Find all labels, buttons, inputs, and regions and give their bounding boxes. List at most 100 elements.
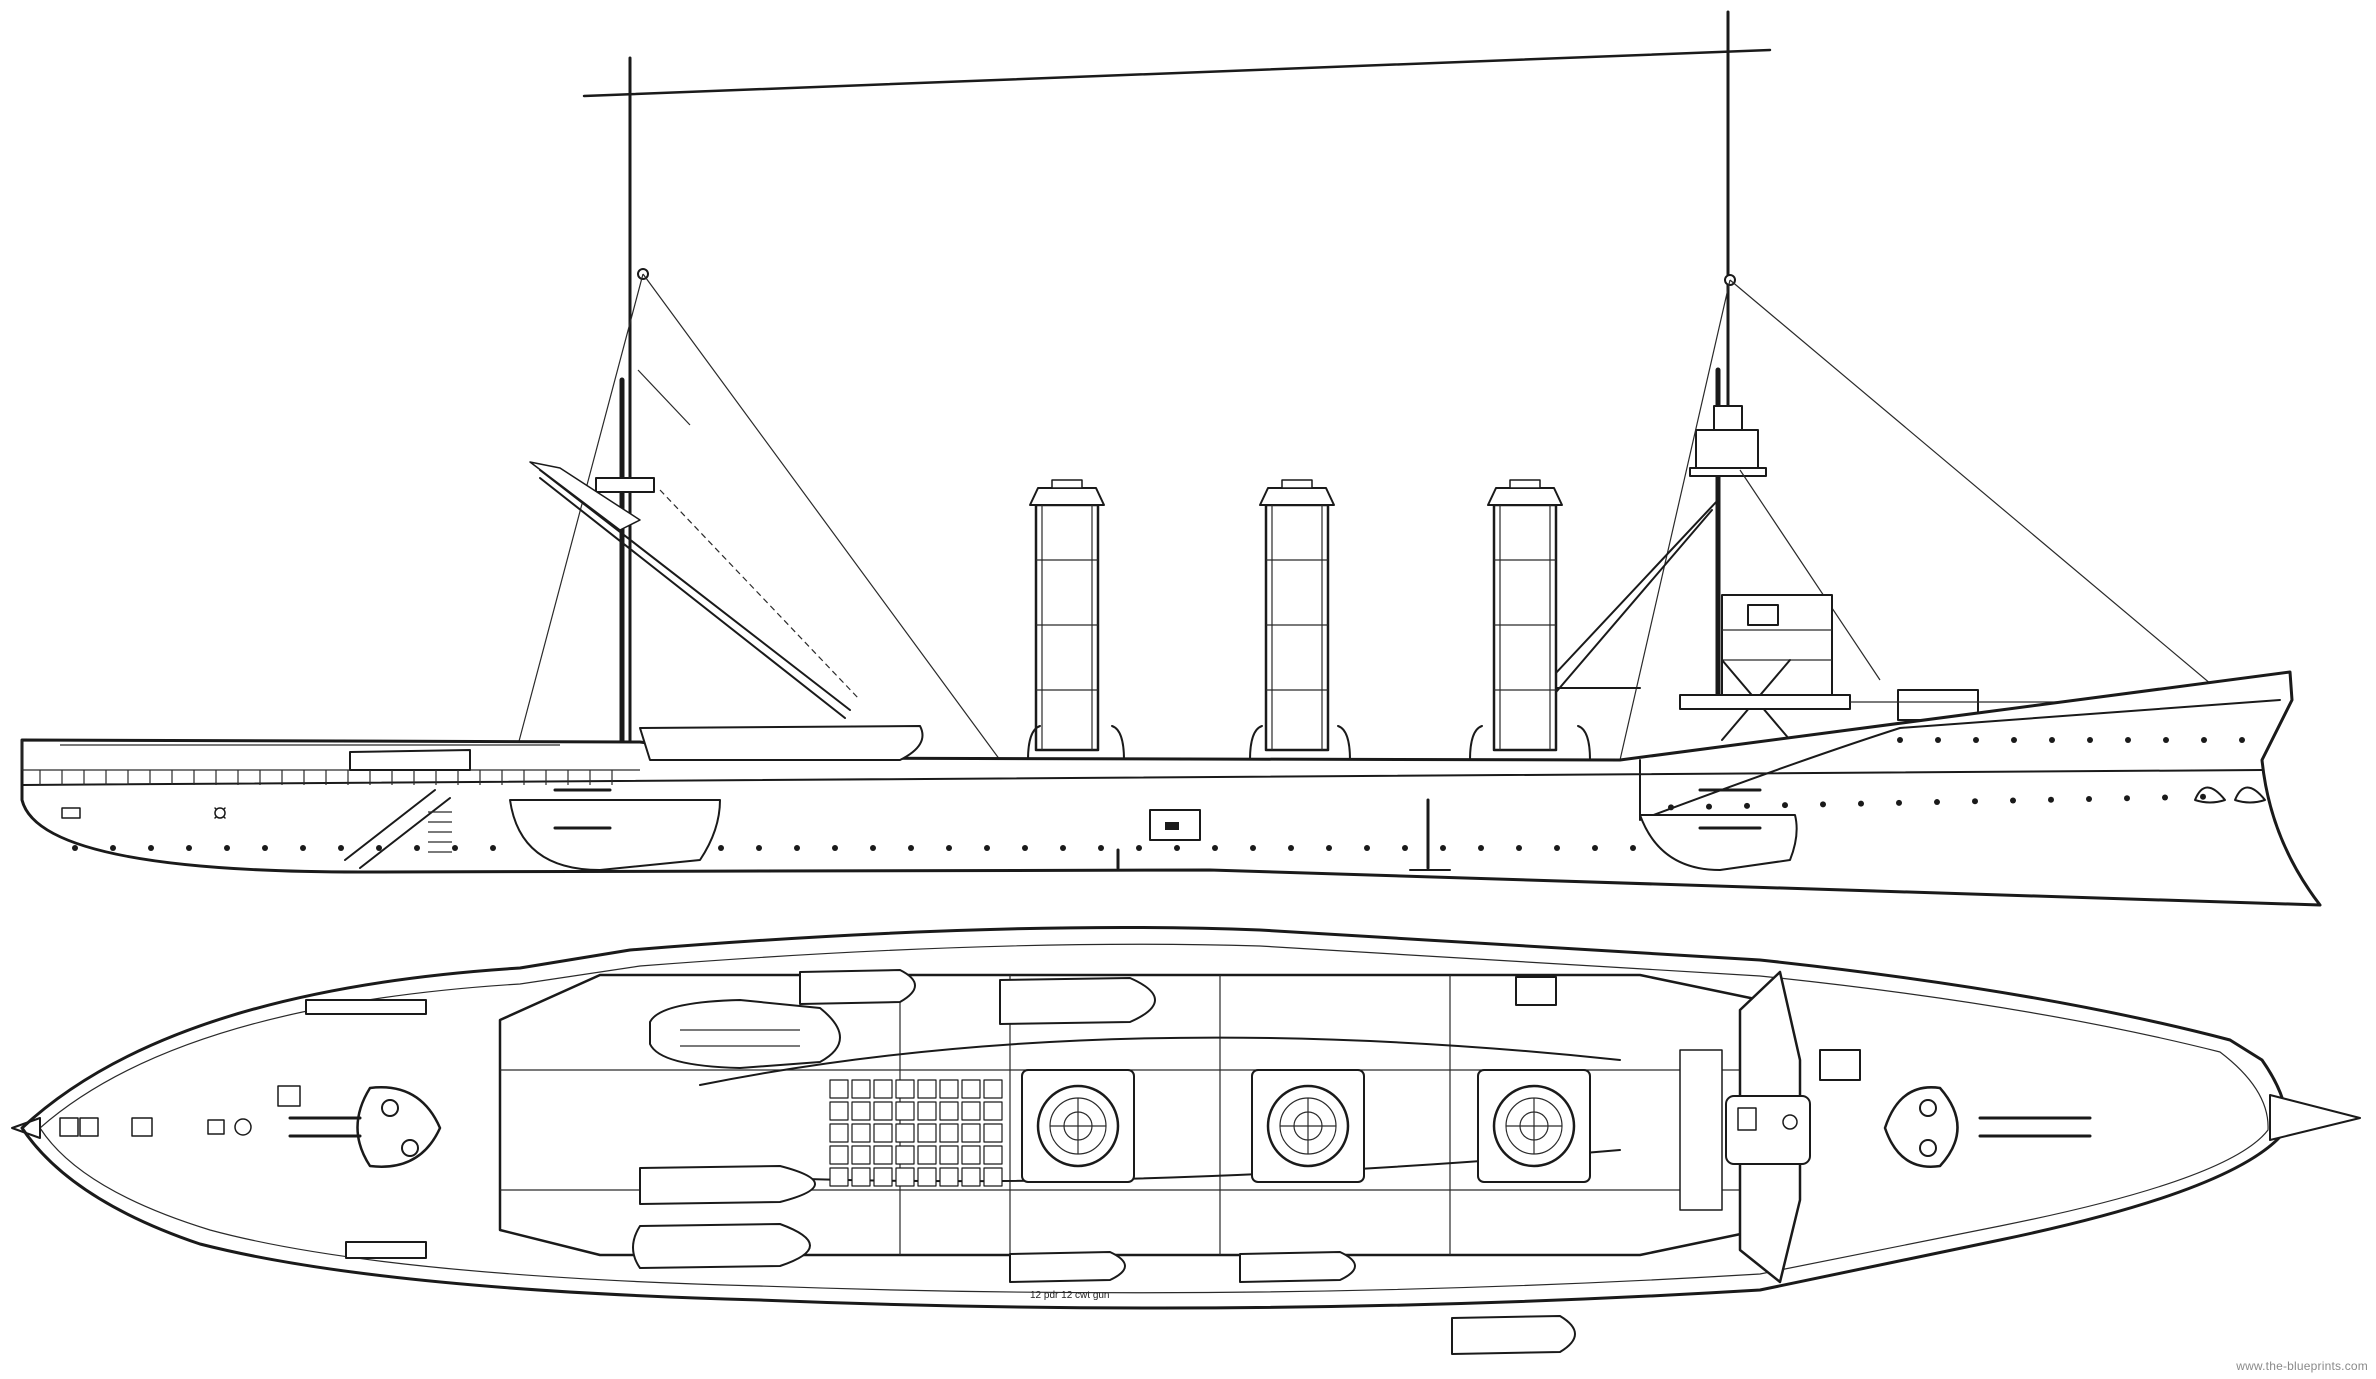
- bridge-structure: [1679, 594, 2280, 741]
- deck-stanchions: [39, 770, 613, 785]
- vent-cell: [917, 1079, 937, 1099]
- topmast-yard-line: [582, 48, 1772, 98]
- porthole: [2239, 737, 2245, 743]
- porthole: [1174, 845, 1180, 851]
- porthole: [1935, 737, 1941, 743]
- side-profile-view: [20, 10, 2322, 907]
- vent-cell: [939, 1123, 959, 1143]
- vent-cell: [851, 1101, 871, 1121]
- vent-cell: [895, 1101, 915, 1121]
- porthole: [1973, 737, 1979, 743]
- porthole: [1554, 845, 1560, 851]
- porthole: [2086, 796, 2092, 803]
- plan-aft-turret: [288, 1086, 442, 1168]
- porthole: [1934, 799, 1940, 806]
- porthole: [2125, 737, 2131, 743]
- vent-cell: [895, 1123, 915, 1143]
- funnel-3: [1469, 479, 1591, 761]
- plan-deck-gratings: [305, 976, 1861, 1259]
- porthole: [1060, 845, 1066, 851]
- funnel-2: [1249, 479, 1351, 761]
- porthole: [946, 845, 952, 851]
- vent-cell: [917, 1123, 937, 1143]
- vent-cell: [873, 1101, 893, 1121]
- porthole: [1364, 845, 1370, 851]
- vent-cell: [895, 1167, 915, 1187]
- gangway-ladder: [344, 789, 452, 869]
- vent-cell: [829, 1167, 849, 1187]
- porthole: [2200, 793, 2206, 800]
- porthole: [756, 845, 762, 851]
- vent-cell: [873, 1079, 893, 1099]
- vent-cell: [983, 1167, 1003, 1187]
- porthole: [2049, 737, 2055, 743]
- porthole: [300, 845, 306, 851]
- vent-cell: [983, 1101, 1003, 1121]
- plan-gun-label: 12 pdr 12 cwt gun: [1030, 1290, 1110, 1301]
- porthole: [1782, 802, 1788, 809]
- vent-cell: [939, 1101, 959, 1121]
- vent-cell: [961, 1123, 981, 1143]
- porthole: [1098, 845, 1104, 851]
- porthole: [1858, 800, 1864, 807]
- porthole: [452, 845, 458, 851]
- plan-view: 12 pdr 12 cwt gun: [11, 926, 2361, 1355]
- porthole-row: [72, 737, 2245, 851]
- vent-cell: [873, 1123, 893, 1143]
- hull-profile: [20, 670, 2322, 907]
- porthole: [110, 845, 116, 851]
- porthole: [832, 845, 838, 851]
- porthole: [1250, 845, 1256, 851]
- porthole: [1706, 803, 1712, 810]
- porthole: [2010, 797, 2016, 804]
- vent-cell: [829, 1079, 849, 1099]
- vent-cell: [851, 1145, 871, 1165]
- porthole: [1592, 845, 1598, 851]
- porthole: [1630, 845, 1636, 851]
- plan-bridge: [1679, 970, 1811, 1284]
- plan-funnel-3: [1477, 1069, 1591, 1183]
- vent-cell: [961, 1145, 981, 1165]
- porthole: [2124, 795, 2130, 802]
- porthole: [1516, 845, 1522, 851]
- porthole: [2201, 737, 2207, 743]
- vent-cell: [829, 1145, 849, 1165]
- plan-funnel-2: [1251, 1069, 1365, 1183]
- vent-cell: [917, 1145, 937, 1165]
- plan-funnel-1: [1021, 1069, 1135, 1183]
- porthole: [338, 845, 344, 851]
- vent-cell: [961, 1079, 981, 1099]
- porthole: [1668, 804, 1674, 811]
- vent-cell: [829, 1101, 849, 1121]
- porthole: [1022, 845, 1028, 851]
- porthole: [1402, 845, 1408, 851]
- vent-cell: [983, 1079, 1003, 1099]
- fore-mast: [517, 56, 1001, 763]
- porthole: [186, 845, 192, 851]
- plan-stern-fittings: [59, 1085, 301, 1137]
- porthole: [1288, 845, 1294, 851]
- porthole: [414, 845, 420, 851]
- porthole: [72, 845, 78, 851]
- main-mast: [1499, 10, 2231, 761]
- porthole: [490, 845, 496, 851]
- porthole: [1820, 801, 1826, 808]
- watermark-text: www.the-blueprints.com: [2236, 1359, 2368, 1373]
- vent-cell: [983, 1123, 1003, 1143]
- vent-cell: [917, 1167, 937, 1187]
- plan-ventilator-grid: [829, 1079, 1003, 1187]
- vent-cell: [939, 1167, 959, 1187]
- porthole: [376, 845, 382, 851]
- vent-cell: [895, 1079, 915, 1099]
- porthole: [2162, 794, 2168, 801]
- porthole: [2011, 737, 2017, 743]
- vent-cell: [961, 1167, 981, 1187]
- vent-cell: [917, 1101, 937, 1121]
- porthole: [984, 845, 990, 851]
- porthole: [262, 845, 268, 851]
- porthole: [1897, 737, 1903, 743]
- porthole: [148, 845, 154, 851]
- vent-cell: [851, 1079, 871, 1099]
- plan-boats: [632, 969, 1576, 1355]
